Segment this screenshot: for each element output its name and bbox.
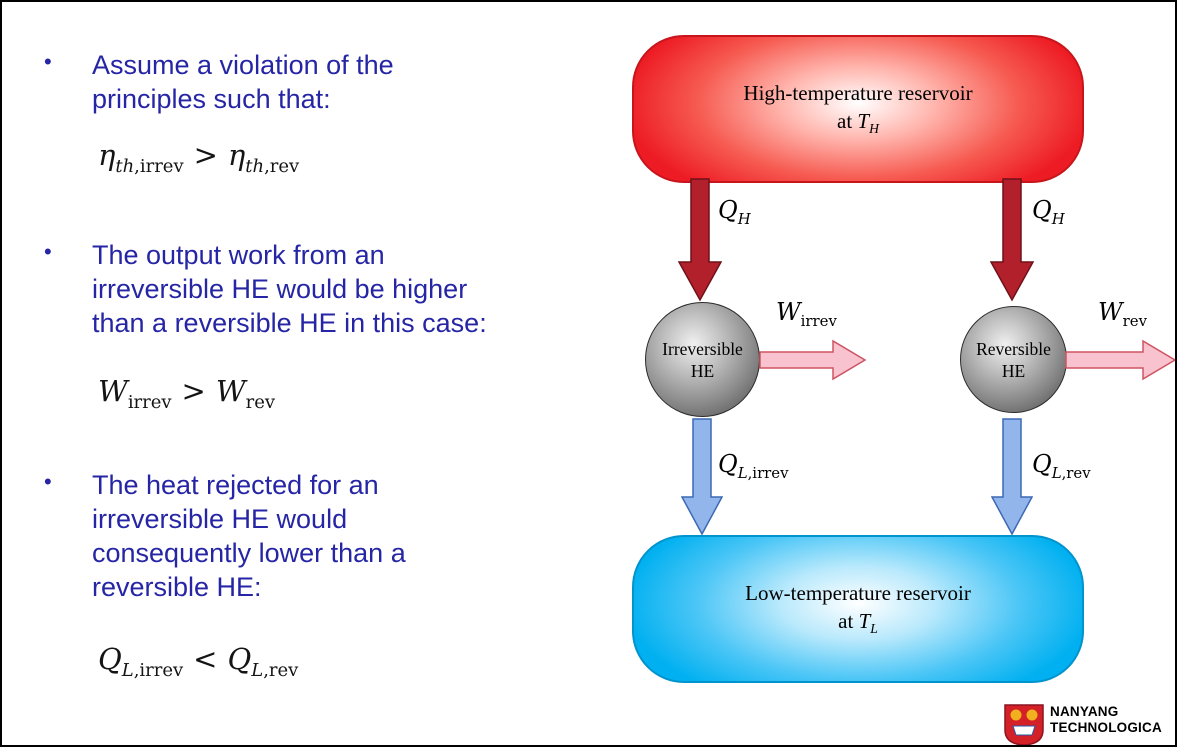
bullet-icon: • [44,239,52,264]
high-temp-reservoir-title: High-temperature reservoir [743,80,973,105]
heat-arrow-left-icon [678,178,722,302]
bullet-2-text: The output work from an irreversible HE … [92,240,487,338]
irreversible-he-label-2: HE [690,360,715,381]
work-arrow-right-icon [1065,339,1175,381]
bullet-icon: • [44,49,52,74]
equation-work: Wirrev>Wrev [98,374,276,413]
w-irrev-label: Wirrev [776,298,837,330]
irreversible-he-label-1: Irreversible [662,338,743,359]
equation-heat: QL,irrev<QL,rev [98,642,299,681]
w-rev-label: Wrev [1098,298,1147,330]
qh-label-left: QH [718,196,751,228]
bullet-1-text: Assume a violation of the principles suc… [92,50,394,114]
irreversible-he-circle: Irreversible HE [645,302,760,417]
low-temp-reservoir-title: Low-temperature reservoir [745,580,971,605]
high-temp-reservoir: High-temperature reservoir at TH [632,35,1084,183]
bullet-3: • The heat rejected for an irreversible … [42,468,612,604]
reversible-he-circle: Reversible HE [960,306,1067,413]
high-temp-reservoir-temp: at TH [837,108,879,137]
bullet-1: • Assume a violation of the principles s… [42,48,612,116]
ntu-logo: NANYANG TECHNOLOGICA [1004,704,1162,745]
bullet-2: • The output work from an irreversible H… [42,238,612,340]
work-arrow-left-icon [759,339,867,381]
reversible-he-label-2: HE [1001,360,1026,381]
cold-arrow-right-icon [991,418,1033,536]
reversible-he-label-1: Reversible [976,338,1051,359]
equation-eta: ηth,irrev>ηth,rev [98,138,300,177]
ntu-crest-icon [1004,704,1044,745]
heat-arrow-right-icon [990,178,1034,302]
bullet-3-text: The heat rejected for an irreversible HE… [92,470,406,602]
ql-rev-label: QL,rev [1032,450,1091,482]
bullet-icon: • [44,469,52,494]
cold-arrow-left-icon [681,418,723,536]
low-temp-reservoir: Low-temperature reservoir at TL [632,535,1084,683]
low-temp-reservoir-temp: at TL [838,608,878,637]
qh-label-right: QH [1032,196,1065,228]
ql-irrev-label: QL,irrev [718,450,789,482]
ntu-logo-text: NANYANG TECHNOLOGICA [1050,704,1162,735]
